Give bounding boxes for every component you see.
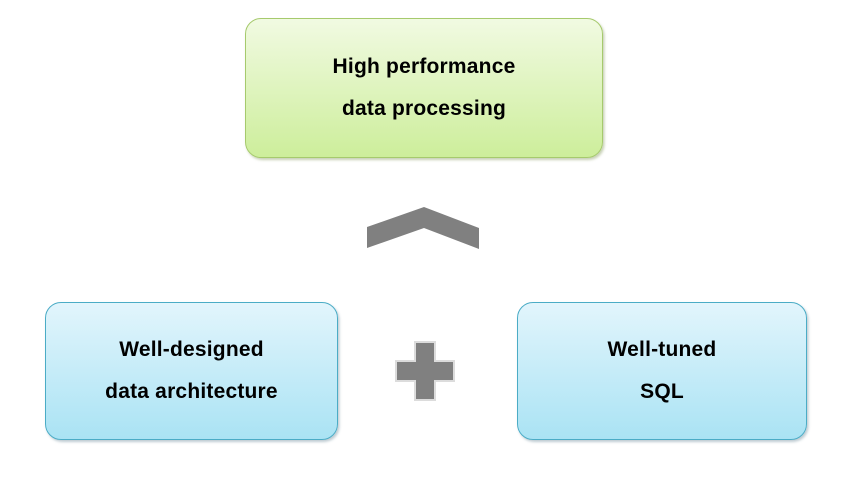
node-right-line-2: SQL <box>640 380 684 403</box>
chevron-up-icon <box>367 207 479 249</box>
node-right-line-1: Well-tuned <box>607 338 717 361</box>
node-well-tuned-sql: Well-tuned SQL <box>517 302 807 440</box>
node-left-line-1: Well-designed <box>119 338 264 361</box>
plus-shape <box>395 341 455 401</box>
node-top-line-1: High performance <box>332 55 516 78</box>
plus-icon <box>395 341 455 401</box>
node-top-line-2: data processing <box>341 97 507 120</box>
chevron-up-shape <box>367 207 479 249</box>
node-left-line-2: data architecture <box>105 380 278 403</box>
node-well-designed-data-architecture: Well-designed data architecture <box>45 302 338 440</box>
node-high-performance-data-processing: High performance data processing <box>245 18 603 158</box>
